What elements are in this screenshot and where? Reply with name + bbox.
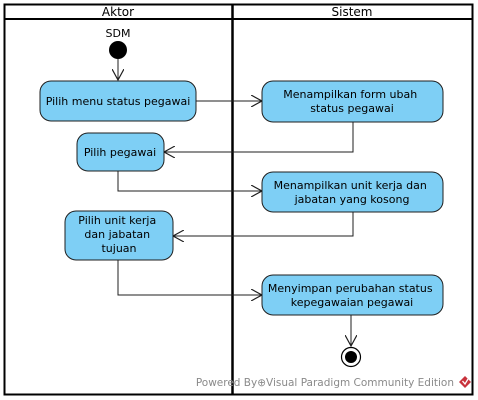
initial-node [109,41,127,59]
activity-menampilkan-unit-kerja: Menampilkan unit kerja dan jabatan yang … [261,171,444,213]
activity-text-line: status pegawai [310,102,394,115]
flow-a3-to-a4 [117,171,262,191]
final-node [340,346,362,368]
activity-text-line: dan jabatan [84,228,150,241]
visual-paradigm-logo-icon [459,376,471,388]
activity-pilih-menu-status-pegawai: Pilih menu status pegawai [39,80,197,122]
activity-pilih-unit-kerja: Pilih unit kerja dan jabatan tujuan [64,210,174,261]
swimlane-title-sistem: Sistem [332,5,373,19]
flow-a4-to-a5 [173,212,354,236]
start-node-label: SDM [106,27,131,40]
flow-a2-to-a3 [164,122,354,152]
svg-text:Pilih menu status pegawai: Pilih menu status pegawai [46,95,191,108]
activity-text-line: kepegawaian pegawai [291,296,414,309]
activity-pilih-pegawai: Pilih pegawai [76,132,165,172]
svg-text:Menampilkan unit kerja dan: Menampilkan unit kerja dan jabatan yang … [274,179,431,206]
activity-menampilkan-form-ubah: Menampilkan form ubah status pegawai [261,80,444,123]
svg-text:Menampilkan form ubah st: Menampilkan form ubah status pegawai [283,88,420,115]
activity-text-line: Menyimpan perubahan status [268,282,433,295]
activity-text-line: Menampilkan unit kerja dan [274,179,427,192]
svg-text:Pilih pegawai: Pilih pegawai [84,146,156,159]
svg-text:Menyimpan perubahan status: Menyimpan perubahan status kepegawaian p… [268,282,436,309]
activity-text-line: Pilih pegawai [84,146,156,159]
flow-edges [118,59,353,346]
activity-text-line: Pilih unit kerja [78,214,156,227]
activity-text-line: Menampilkan form ubah [283,88,417,101]
swimlane-title-aktor: Aktor [102,5,134,19]
footer-watermark-text: Powered By⊕Visual Paradigm Community Edi… [196,377,454,389]
activity-text-line: jabatan yang kosong [294,193,410,206]
flow-a5-to-a6 [117,260,262,295]
activity-text-line: Pilih menu status pegawai [46,95,191,108]
activity-text-line: tujuan [101,242,136,255]
svg-text:Pilih unit kerja dan jab: Pilih unit kerja dan jabatan tujuan [78,214,159,255]
activity-menyimpan-perubahan-status: Menyimpan perubahan status kepegawaian p… [261,274,444,316]
